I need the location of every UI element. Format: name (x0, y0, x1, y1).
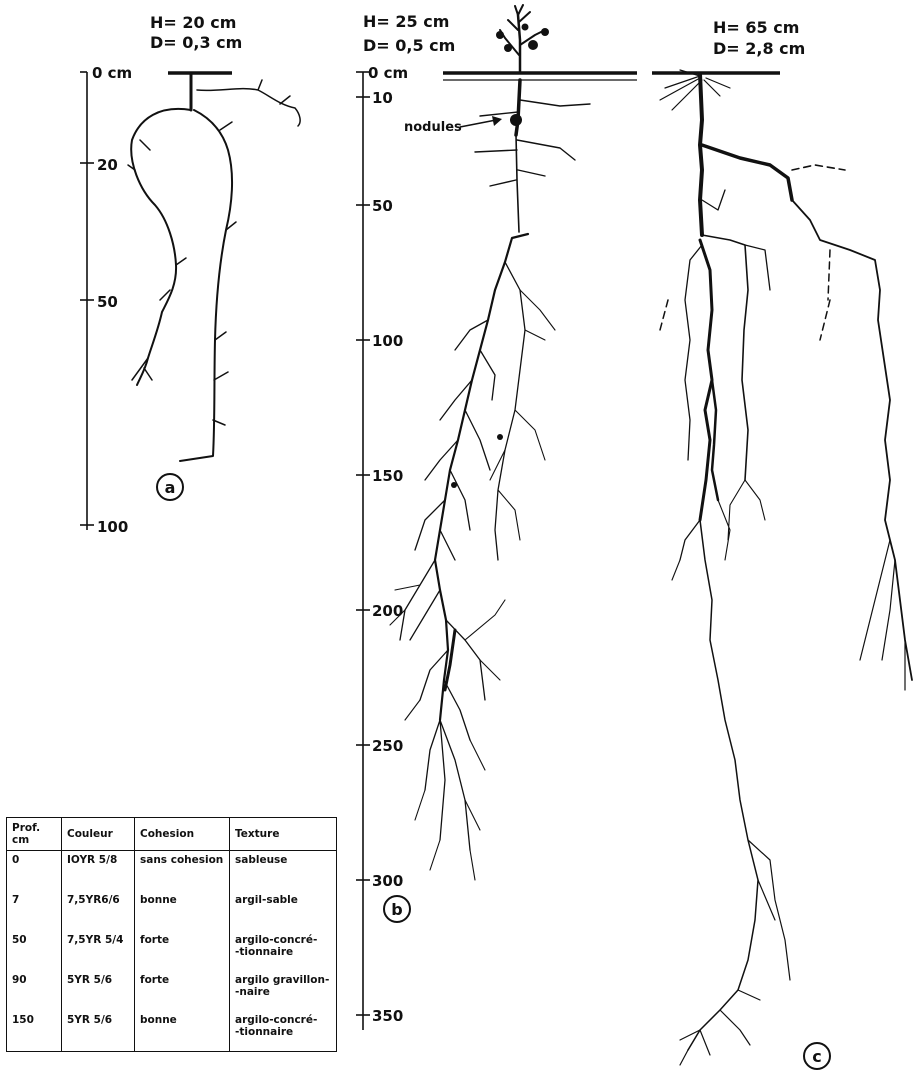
soil-texture-cell: argilo gravillon- -naire (230, 971, 337, 1011)
plant-b-diameter-label: D= 0,5 cm (363, 36, 455, 55)
plant-b-tick-250: 250 (372, 737, 403, 755)
soil-depth-cell: 90 (7, 971, 62, 1011)
plant-a-tick-0: 0 cm (92, 64, 132, 82)
plant-a-tick-100: 100 (97, 518, 128, 536)
plant-a-depth-axis: 0 cm 20 50 100 (80, 64, 132, 536)
soil-cohesion-cell: forte (135, 931, 230, 971)
plant-c-marker-label: c (812, 1047, 821, 1066)
plant-b-tick-200: 200 (372, 602, 403, 620)
soil-depth-cell: 150 (7, 1011, 62, 1052)
plant-a-roots (128, 74, 300, 461)
soil-cohesion-cell: bonne (135, 1011, 230, 1052)
plant-c: H= 65 cm D= 2,8 cm c (652, 18, 912, 1069)
plant-b-height-label: H= 25 cm (363, 12, 449, 31)
soil-texture-cell: argilo-concré- -tionnaire (230, 1011, 337, 1052)
table-row: 77,5YR6/6bonneargil-sable (7, 891, 337, 931)
soil-table-header-row: Prof. cm Couleur Cohesion Texture (7, 818, 337, 851)
plant-b-shoot (496, 5, 549, 72)
soil-profile-table: Prof. cm Couleur Cohesion Texture 0IOYR … (6, 817, 337, 1052)
nodules-label: nodules (404, 120, 462, 135)
soil-table-header-depth: Prof. cm (7, 818, 62, 851)
plant-a-marker-label: a (165, 478, 176, 497)
table-row: 0IOYR 5/8sans cohesionsableuse (7, 851, 337, 892)
soil-texture-cell: argil-sable (230, 891, 337, 931)
soil-color-cell: 5YR 5/6 (62, 971, 135, 1011)
plant-b-tick-0: 0 cm (368, 64, 408, 82)
soil-texture-cell: argilo-concré- -tionnaire (230, 931, 337, 971)
soil-color-cell: 5YR 5/6 (62, 1011, 135, 1052)
plant-b-roots (390, 80, 590, 880)
plant-a-tick-20: 20 (97, 156, 118, 174)
plant-a-height-label: H= 20 cm (150, 13, 236, 32)
soil-depth-cell: 0 (7, 851, 62, 892)
soil-color-cell: 7,5YR6/6 (62, 891, 135, 931)
plant-a-diameter-label: D= 0,3 cm (150, 33, 242, 52)
plant-b-tick-100: 100 (372, 332, 403, 350)
table-row: 905YR 5/6forteargilo gravillon- -naire (7, 971, 337, 1011)
soil-cohesion-cell: forte (135, 971, 230, 1011)
soil-depth-cell: 7 (7, 891, 62, 931)
plant-a: H= 20 cm D= 0,3 cm 0 cm 20 50 100 a (80, 13, 300, 536)
soil-table-header-cohesion: Cohesion (135, 818, 230, 851)
plant-b-tick-150: 150 (372, 467, 403, 485)
plant-c-diameter-label: D= 2,8 cm (713, 39, 805, 58)
plant-b-tick-300: 300 (372, 872, 403, 890)
plant-b-tick-10: 10 (372, 89, 393, 107)
soil-cohesion-cell: sans cohesion (135, 851, 230, 892)
plant-c-height-label: H= 65 cm (713, 18, 799, 37)
plant-b: H= 25 cm D= 0,5 cm 0 cm 10 50 100 150 20… (356, 5, 637, 1030)
soil-depth-cell: 50 (7, 931, 62, 971)
table-row: 507,5YR 5/4forteargilo-concré- -tionnair… (7, 931, 337, 971)
plant-b-tick-50: 50 (372, 197, 393, 215)
plant-b-marker-label: b (391, 900, 402, 919)
soil-cohesion-cell: bonne (135, 891, 230, 931)
soil-color-cell: 7,5YR 5/4 (62, 931, 135, 971)
soil-texture-cell: sableuse (230, 851, 337, 892)
plant-c-roots (660, 70, 912, 1065)
soil-table-header-texture: Texture (230, 818, 337, 851)
nodules-arrow (460, 120, 496, 127)
plant-b-depth-axis: 0 cm 10 50 100 150 200 250 300 350 (356, 64, 408, 1030)
soil-color-cell: IOYR 5/8 (62, 851, 135, 892)
plant-b-tick-350: 350 (372, 1007, 403, 1025)
soil-table-header-color: Couleur (62, 818, 135, 851)
soil-table-body: 0IOYR 5/8sans cohesionsableuse77,5YR6/6b… (7, 851, 337, 1052)
plant-a-tick-50: 50 (97, 293, 118, 311)
table-row: 1505YR 5/6bonneargilo-concré- -tionnaire (7, 1011, 337, 1052)
